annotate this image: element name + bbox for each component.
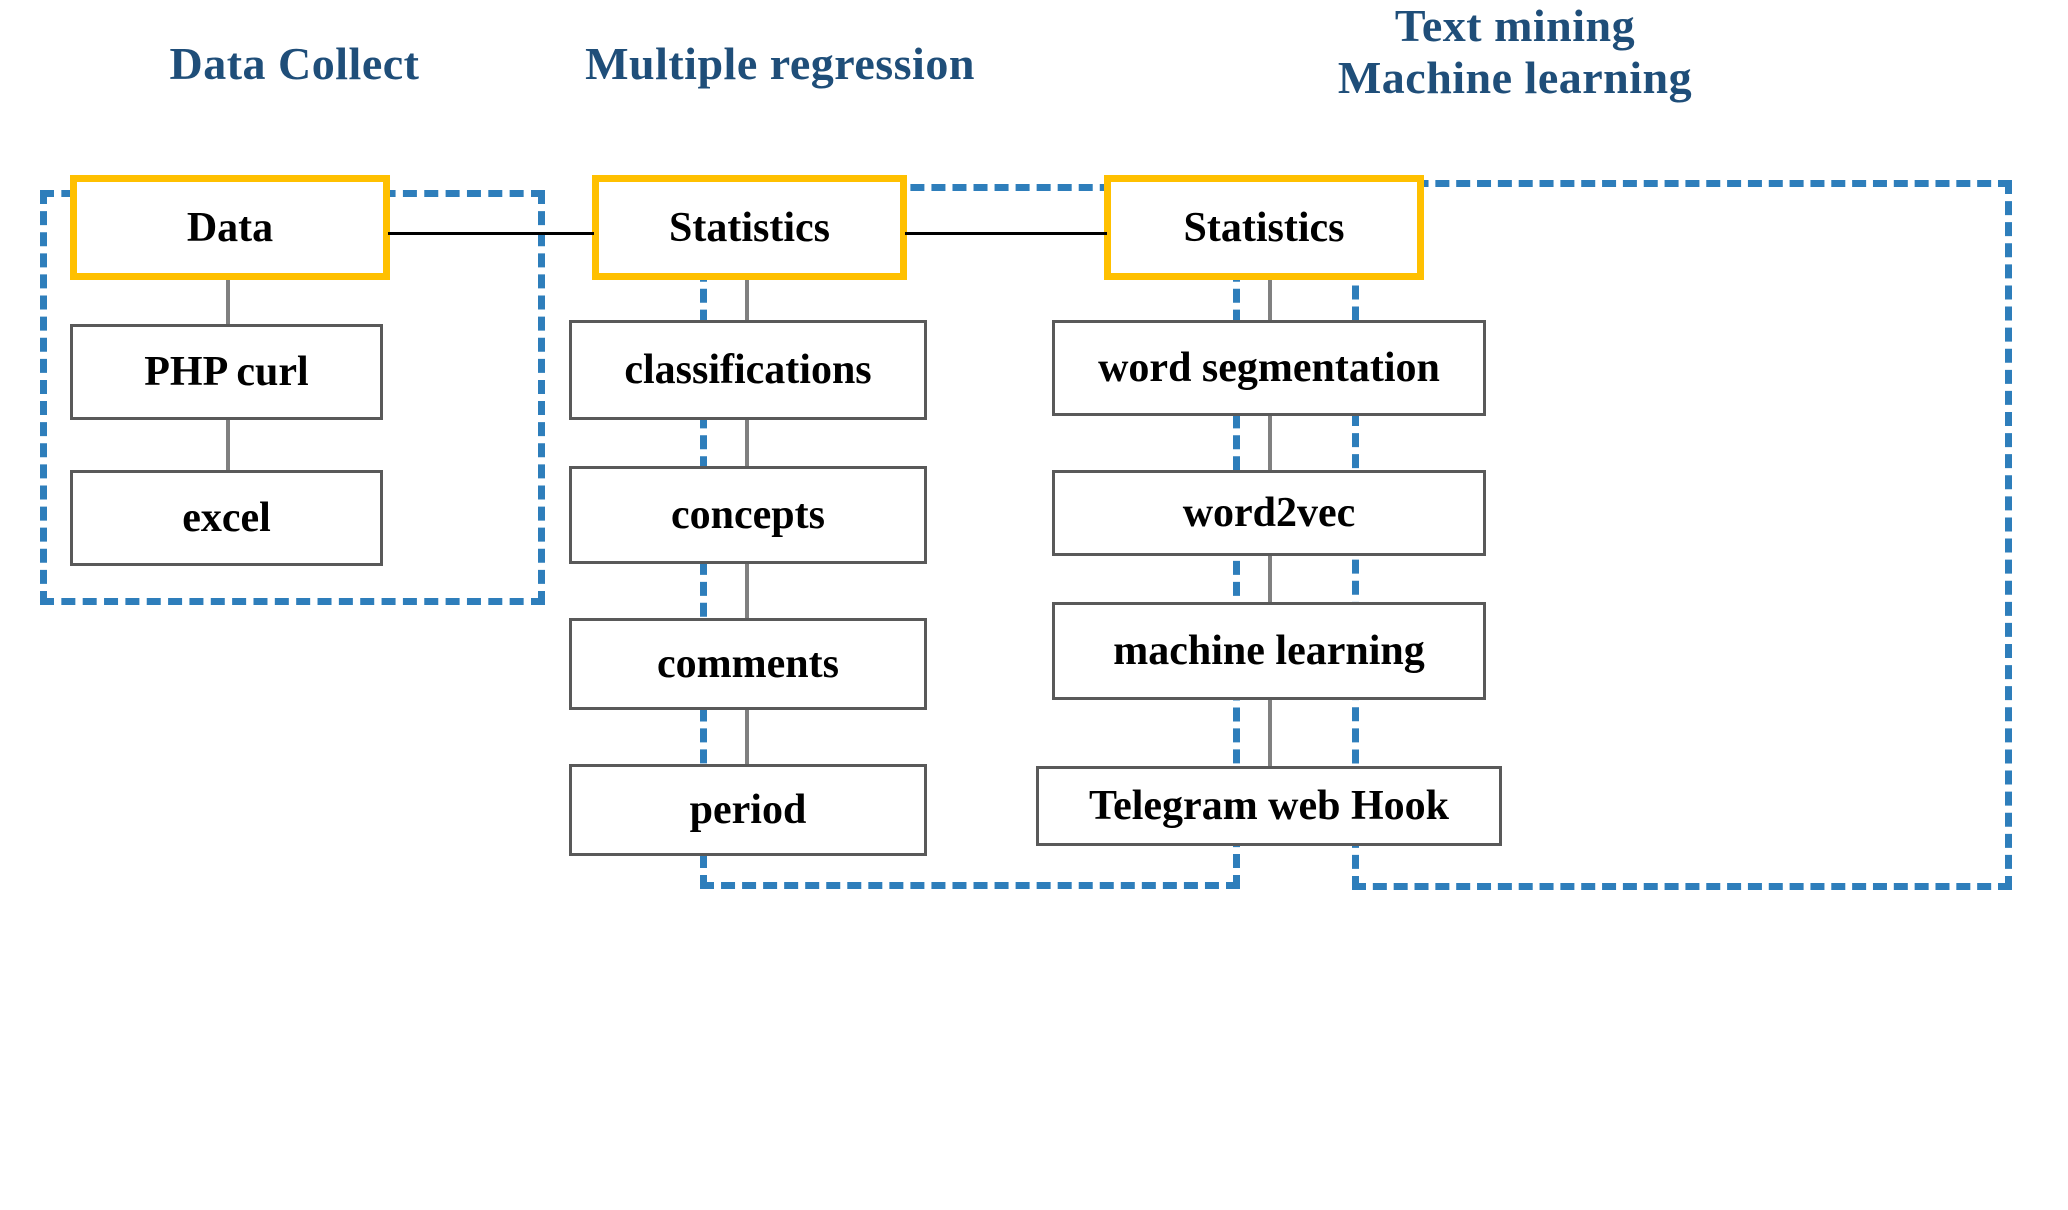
connector-php-curl-to-excel bbox=[226, 418, 230, 488]
connector-data-to-php-curl bbox=[226, 278, 230, 348]
node-machine-learning[interactable]: machine learning bbox=[1052, 602, 1486, 700]
node-classifications[interactable]: classifications bbox=[569, 320, 927, 420]
node-statistics-textmining[interactable]: Statistics bbox=[1104, 175, 1424, 280]
connector-statistics-to-classifications bbox=[745, 278, 749, 348]
node-word-segmentation[interactable]: word segmentation bbox=[1052, 320, 1486, 416]
node-excel[interactable]: excel bbox=[70, 470, 383, 566]
column-title-data-collect: Data Collect bbox=[169, 38, 420, 89]
link-statistics-to-statistics bbox=[905, 232, 1107, 235]
node-php-curl[interactable]: PHP curl bbox=[70, 324, 383, 420]
column-title-multiple-regression: Multiple regression bbox=[585, 38, 975, 89]
link-data-to-statistics bbox=[388, 232, 594, 235]
connector-concepts-to-comments bbox=[745, 564, 749, 620]
node-statistics-regression[interactable]: Statistics bbox=[592, 175, 907, 280]
connector-word-segmentation-to-word2vec bbox=[1268, 416, 1272, 474]
connector-machine-learning-to-telegram bbox=[1268, 700, 1272, 766]
connector-statistics-to-word-segmentation bbox=[1268, 278, 1272, 348]
node-concepts[interactable]: concepts bbox=[569, 466, 927, 564]
node-telegram-web-hook[interactable]: Telegram web Hook bbox=[1036, 766, 1502, 846]
connector-classifications-to-concepts bbox=[745, 420, 749, 476]
node-data[interactable]: Data bbox=[70, 175, 390, 280]
node-period[interactable]: period bbox=[569, 764, 927, 856]
connector-word2vec-to-machine-learning bbox=[1268, 556, 1272, 602]
column-title-text-mining-machine-learning: Text mining Machine learning bbox=[1337, 0, 1693, 103]
node-word2vec[interactable]: word2vec bbox=[1052, 470, 1486, 556]
node-comments[interactable]: comments bbox=[569, 618, 927, 710]
connector-comments-to-period bbox=[745, 708, 749, 764]
